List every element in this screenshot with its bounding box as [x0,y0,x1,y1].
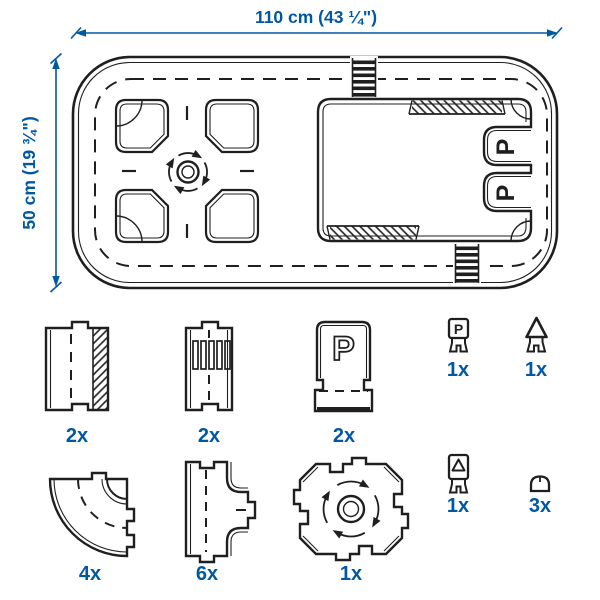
piece-parking: P 2x [313,320,374,447]
piece-t-junction: 6x [184,460,257,585]
arrow-down-icon [52,276,60,287]
road-center-dashes [122,106,254,238]
width-dimension-label: 110 cm (43 ¼") [255,7,377,27]
city-blocks [114,98,260,244]
crosswalk-bottom [453,242,481,286]
quantity-label: 4x [79,563,101,585]
curve-marking [115,99,143,127]
outer-road-edge [71,55,559,290]
piece-roundabout: 1x [292,456,410,585]
dim-end-tick [70,26,82,40]
quantity-label: 1x [447,495,469,517]
dim-end-tick [49,52,63,65]
arrow-right-icon [547,29,558,37]
hatched-shoulder-bottom [326,225,420,240]
inner-road-loop: P P [316,97,533,243]
curve-marking [115,215,143,243]
curve-marking [510,220,532,242]
rotation-arrows-icon [165,149,211,195]
sign-stand [526,337,547,353]
quantity-label: 2x [66,425,88,447]
block-inner [119,193,165,239]
block [204,188,260,244]
rotation-arrows-icon [321,479,381,539]
curve-marking [101,478,128,505]
piece-parking-sign: P 1x [447,317,470,381]
sign-plate [447,453,470,481]
quantity-label: 1x [447,359,469,381]
outer-road-centerline [94,78,548,267]
quantity-label: 1x [525,359,547,381]
crosswalk-top [350,56,378,98]
crosswalk-stripes [456,246,478,283]
sign-stand [448,479,469,494]
hatched-strip [93,329,107,409]
curve-marking [106,478,128,500]
dim-end-tick [49,281,63,293]
block [114,188,170,244]
sign-triangle [525,316,548,339]
piece-curve: 4x [48,471,136,585]
piece-tunnel: 3x [529,475,551,517]
arrow-left-icon [75,29,86,37]
parking-bays: P P [492,139,520,202]
crosswalk-bars [192,340,231,370]
chamfer-inner-lines [302,466,400,552]
piece-straight-hatched: 2x [44,320,110,447]
arrow-up-icon [52,58,60,69]
assembled-track-diagram: P P [71,55,559,290]
outer-road-edge-inner [77,61,553,284]
inner-loop-edge-inner [322,103,527,237]
quantity-label: 2x [198,425,220,447]
height-dimension: 50 cm (19 ¾") [19,52,63,293]
outer-road-loop [71,55,559,290]
inner-loop-edge [316,97,533,243]
parking-letter: P [332,330,355,368]
tunnel-dome [529,475,551,493]
block-inner [209,193,255,239]
sign-triangle [451,458,466,472]
hatched-shoulder-top [408,100,506,115]
piece-warning-sign: 1x [525,316,548,381]
sign-letter: P [454,321,463,337]
piece-board-sign: 1x [447,453,470,517]
height-dimension-label: 50 cm (19 ¾") [19,116,39,229]
quantity-label: 2x [333,425,355,447]
piece-base-bar [317,407,370,411]
parking-letter: P [492,139,520,156]
width-dimension: 110 cm (43 ¼") [70,7,563,40]
dim-end-tick [551,26,563,40]
crosswalk-stripes [353,60,375,97]
block-inner [119,103,165,149]
quantity-label: 1x [340,563,362,585]
roundabout [122,106,254,238]
quantity-label: 3x [529,495,551,517]
parking-bay-inner-line [486,129,531,163]
piece-straight-crosswalk: 2x [184,320,234,447]
quantity-label: 6x [196,563,218,585]
parking-letter: P [492,185,520,202]
centerline-dash [77,478,128,529]
block [114,98,170,154]
block-inner [209,103,255,149]
parking-bay-inner-line [486,175,531,209]
sign-plate [447,317,470,340]
block [204,98,260,154]
sign-stand [448,338,469,353]
curve-marking [510,98,532,120]
